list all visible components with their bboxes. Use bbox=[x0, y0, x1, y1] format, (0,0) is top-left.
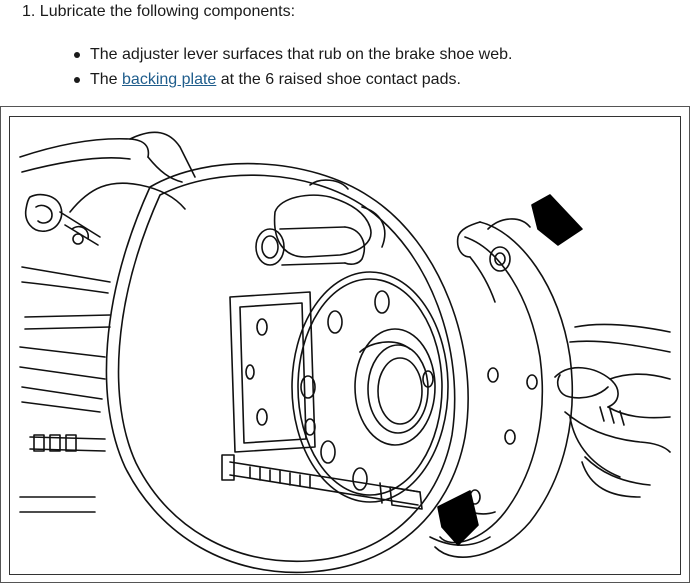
adjuster-rod bbox=[221, 454, 423, 510]
arrow-top-right-icon bbox=[531, 194, 583, 246]
instruction-list: The adjuster lever surfaces that rub on … bbox=[72, 42, 512, 92]
brake-drawing-svg bbox=[19, 131, 671, 574]
step-instruction: 1. Lubricate the following components: bbox=[22, 3, 296, 20]
illustration-frame bbox=[0, 106, 690, 583]
hub-bracket bbox=[229, 291, 316, 453]
list-item-text: The adjuster lever surfaces that rub on … bbox=[90, 46, 513, 63]
hub-flange bbox=[291, 271, 449, 503]
list-item-prefix: The bbox=[90, 71, 123, 88]
list-item: The backing plate at the 6 raised shoe c… bbox=[72, 67, 512, 92]
bullet-dot-icon bbox=[74, 52, 80, 58]
wheel-cylinder bbox=[255, 179, 386, 266]
technician-hand bbox=[554, 323, 671, 498]
callout-arrows bbox=[437, 194, 583, 546]
backing-plate bbox=[105, 162, 469, 574]
arrow-bottom-left-icon bbox=[437, 490, 479, 546]
suspension-arm bbox=[19, 131, 196, 513]
list-item: The adjuster lever surfaces that rub on … bbox=[72, 42, 512, 67]
list-item-suffix: at the 6 raised shoe contact pads. bbox=[216, 71, 461, 88]
brake-shoe bbox=[429, 218, 574, 558]
backing-plate-link[interactable]: backing plate bbox=[122, 71, 217, 88]
bullet-dot-icon bbox=[74, 77, 80, 83]
brake-assembly-illustration bbox=[9, 116, 681, 575]
